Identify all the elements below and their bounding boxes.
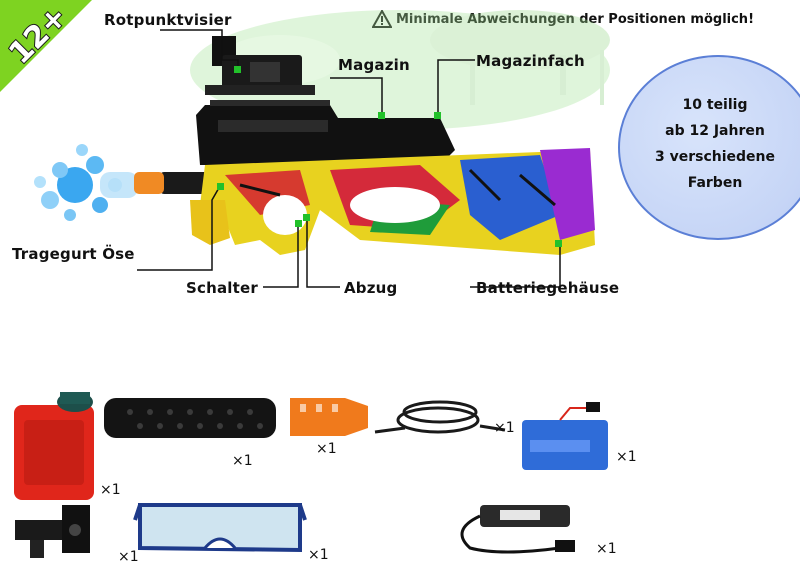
goggles-icon xyxy=(133,503,307,553)
red-dot-sight-on-gun xyxy=(205,36,315,95)
info-text: 10 teilig ab 12 Jahren 3 verschiedene Fa… xyxy=(620,92,800,196)
label-battery-housing: Batteriegehäuse xyxy=(476,279,620,297)
label-magazine-bay: Magazinfach xyxy=(476,52,585,70)
warning-icon xyxy=(372,10,392,28)
label-switch: Schalter xyxy=(186,279,258,297)
info-line: 10 teilig xyxy=(682,97,748,113)
notice-text: Minimale Abweichungen der Positionen mög… xyxy=(396,11,754,27)
usb-charger-icon xyxy=(460,505,575,554)
gel-balls-icon xyxy=(34,144,138,221)
info-line: ab 12 Jahren xyxy=(665,123,765,139)
orange-tip-icon xyxy=(290,398,368,436)
silencer-icon xyxy=(104,398,276,438)
qty-orange-tip: ×1 xyxy=(316,441,337,457)
strap-icon xyxy=(374,400,506,434)
label-strap-eyelet: Tragegurt Öse xyxy=(12,245,135,263)
qty-sight: ×1 xyxy=(118,549,139,565)
jerrycan-icon xyxy=(14,392,94,500)
small-sight-icon xyxy=(15,505,90,558)
qty-jerrycan: ×1 xyxy=(100,482,121,498)
info-line: Farben xyxy=(687,175,743,191)
qty-charger: ×1 xyxy=(596,541,617,557)
qty-strap: ×1 xyxy=(494,420,515,436)
age-badge: 12+ xyxy=(0,0,92,92)
info-bubble xyxy=(618,55,800,240)
qty-silencer: ×1 xyxy=(232,453,253,469)
info-line: 3 verschiedene xyxy=(654,149,775,165)
qty-goggles: ×1 xyxy=(308,547,329,563)
leader-lines xyxy=(137,29,561,288)
qty-battery: ×1 xyxy=(616,449,637,465)
battery-icon xyxy=(522,402,608,470)
label-sight: Rotpunktvisier xyxy=(104,11,232,29)
position-notice: Minimale Abweichungen der Positionen mög… xyxy=(372,10,754,28)
label-magazine: Magazin xyxy=(338,56,410,74)
position-markers xyxy=(217,66,562,247)
label-trigger: Abzug xyxy=(344,279,398,297)
